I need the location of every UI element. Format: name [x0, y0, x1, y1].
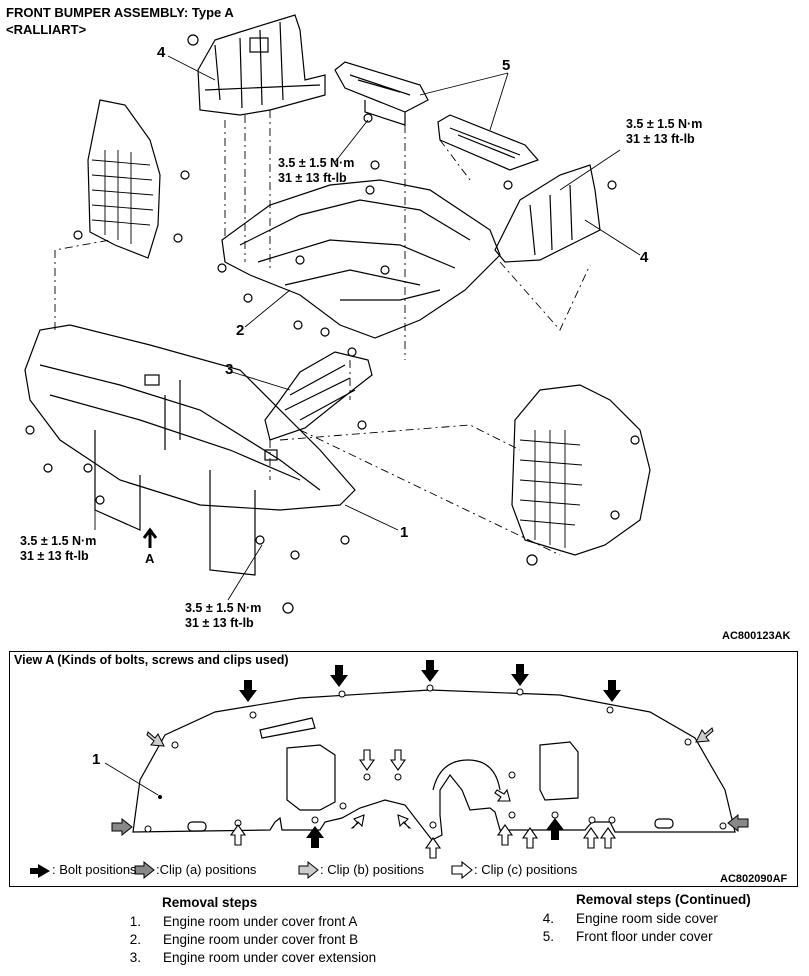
- splash-shield-left: [87, 99, 161, 259]
- legend-bolt: : Bolt positions: [52, 862, 137, 877]
- callout-3: 3: [225, 361, 234, 378]
- removal-step: 1.Engine room under cover front A: [129, 914, 358, 929]
- page-title: FRONT BUMPER ASSEMBLY: Type A<RALLIART>: [6, 5, 234, 37]
- torque-spec-center: 3.5 ± 1.5 N·m 31 ± 13 ft-lb: [278, 156, 355, 185]
- splash-shield-right: [511, 384, 651, 556]
- view-a-title: View A (Kinds of bolts, screws and clips…: [14, 653, 289, 667]
- view-a-panel: [9, 651, 798, 887]
- removal-steps-continued-heading: Removal steps (Continued): [576, 892, 751, 907]
- view-a-callout-1: 1: [92, 751, 101, 768]
- removal-step: 2.Engine room under cover front B: [129, 932, 359, 947]
- callout-2: 2: [236, 322, 245, 339]
- view-a-code: AC802090AF: [720, 873, 788, 885]
- part-2-under-cover-front-b: [221, 179, 501, 339]
- diagram-code: AC800123AK: [722, 630, 791, 642]
- callout-5: 5: [502, 57, 511, 74]
- torque-spec-right: 3.5 ± 1.5 N·m 31 ± 13 ft-lb: [626, 117, 703, 146]
- part-4-side-cover-left: [197, 14, 326, 116]
- part-1-under-cover-front-a: [24, 324, 356, 576]
- view-a-arrow: [142, 527, 158, 548]
- view-a-diagram: [30, 660, 749, 880]
- fasteners: [25, 34, 640, 614]
- callout-4-left: 4: [157, 44, 166, 61]
- callout-leaders: [94, 55, 641, 601]
- removal-steps-continued-list: 4.Engine room side cover 5.Front floor u…: [524, 910, 718, 946]
- part-3-cover-extension: [264, 351, 373, 441]
- part-4-side-cover-right: [494, 164, 601, 263]
- removal-steps-heading: Removal steps: [162, 895, 258, 910]
- callout-view-a: A: [145, 551, 155, 566]
- removal-step: 5.Front floor under cover: [542, 929, 713, 944]
- legend-clip-a: :Clip (a) positions: [156, 862, 257, 877]
- exploded-assembly-diagram: [24, 14, 651, 614]
- torque-spec-left: 3.5 ± 1.5 N·m 31 ± 13 ft-lb: [20, 534, 97, 563]
- assembly-lines: [54, 110, 591, 556]
- legend-clip-c: : Clip (c) positions: [474, 862, 578, 877]
- removal-step: 4.Engine room side cover: [542, 911, 718, 926]
- callout-4-right: 4: [640, 249, 649, 266]
- torque-spec-bottom: 3.5 ± 1.5 N·m 31 ± 13 ft-lb: [185, 601, 262, 630]
- removal-step: 3.Engine room under cover extension: [129, 950, 377, 965]
- removal-steps-list: 1.Engine room under cover front A 2.Engi…: [111, 913, 376, 967]
- legend-clip-b: : Clip (b) positions: [320, 862, 425, 877]
- callout-1: 1: [400, 524, 409, 541]
